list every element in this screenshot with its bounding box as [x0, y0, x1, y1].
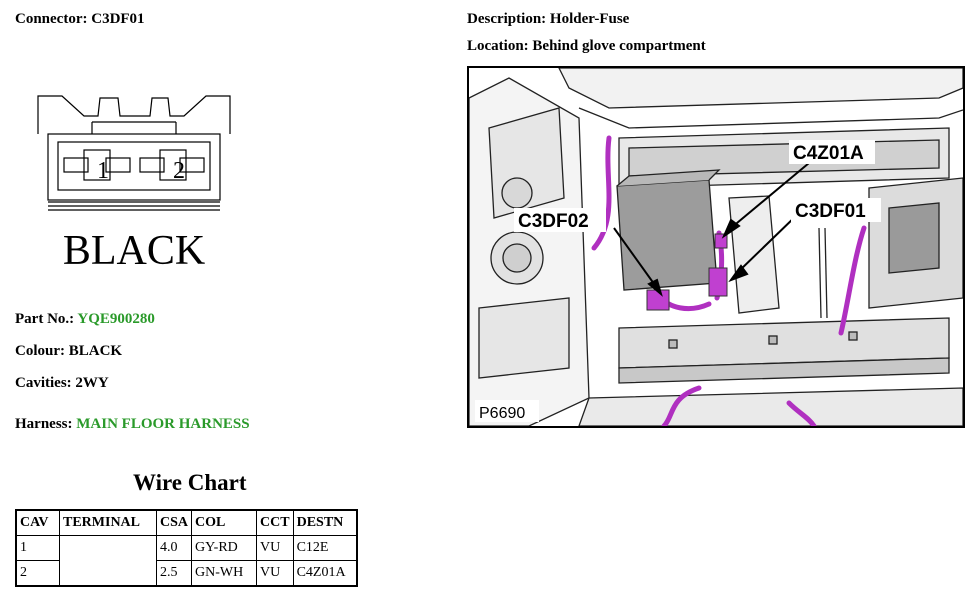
header-destn: DESTN: [292, 509, 358, 536]
harness-label: Harness: MAIN FLOOR HARNESS: [15, 416, 250, 432]
header-cav: CAV: [15, 509, 60, 536]
header-terminal: TERMINAL: [59, 509, 157, 536]
description-value: Holder-Fuse: [549, 11, 630, 27]
cavity-2-number: 2: [173, 158, 185, 184]
location-illustration: C4Z01A C3DF02 C3DF01 P6690: [467, 66, 965, 428]
cell-csa: 4.0: [155, 535, 193, 561]
cell-col: GN-WH: [191, 560, 258, 587]
cell-destn: C12E: [292, 535, 358, 561]
cell-cct: VU: [256, 560, 294, 587]
connector-value: C3DF01: [91, 11, 145, 27]
header-csa: CSA: [155, 509, 193, 536]
cell-cav: 1: [15, 535, 60, 561]
description-label: Description: Holder-Fuse: [467, 11, 630, 27]
cell-terminal: [59, 535, 157, 587]
cell-col: GY-RD: [191, 535, 258, 561]
cell-cct: VU: [256, 535, 294, 561]
callout-c4z01a: C4Z01A: [793, 143, 864, 164]
location-value: Behind glove compartment: [532, 38, 706, 54]
wire-chart-table: CAV TERMINAL CSA COL CCT DESTN 1 4.0 GY-…: [15, 509, 358, 587]
table-header-row: CAV TERMINAL CSA COL CCT DESTN: [15, 509, 358, 536]
location-label: Location: Behind glove compartment: [467, 38, 706, 54]
harness-link[interactable]: MAIN FLOOR HARNESS: [76, 416, 250, 432]
connector-colour-text: BLACK: [63, 228, 205, 273]
connector-label: Connector: C3DF01: [15, 11, 145, 27]
table-row: 1 4.0 GY-RD VU C12E: [15, 535, 358, 587]
callout-c3df01: C3DF01: [795, 201, 866, 222]
cavity-1-number: 1: [97, 158, 109, 184]
wire-chart-title: Wire Chart: [133, 470, 247, 495]
colour-label: Colour: BLACK: [15, 343, 123, 359]
cell-csa: 2.5: [155, 560, 193, 587]
callout-c3df02: C3DF02: [518, 211, 589, 232]
header-cct: CCT: [256, 509, 294, 536]
cell-destn: C4Z01A: [292, 560, 358, 587]
cavities-label: Cavities: 2WY: [15, 375, 109, 391]
part-no-label: Part No.: YQE900280: [15, 311, 155, 327]
colour-value: BLACK: [68, 343, 123, 359]
cell-cav: 2: [15, 560, 60, 587]
connector-face-drawing: 1 2 BLACK: [37, 95, 231, 273]
part-no-link[interactable]: YQE900280: [77, 311, 155, 327]
table-row: 2 2.5 GN-WH VU C4Z01A: [15, 560, 358, 587]
cavities-value: 2WY: [75, 375, 109, 391]
header-col: COL: [191, 509, 258, 536]
photo-reference: P6690: [479, 405, 525, 422]
